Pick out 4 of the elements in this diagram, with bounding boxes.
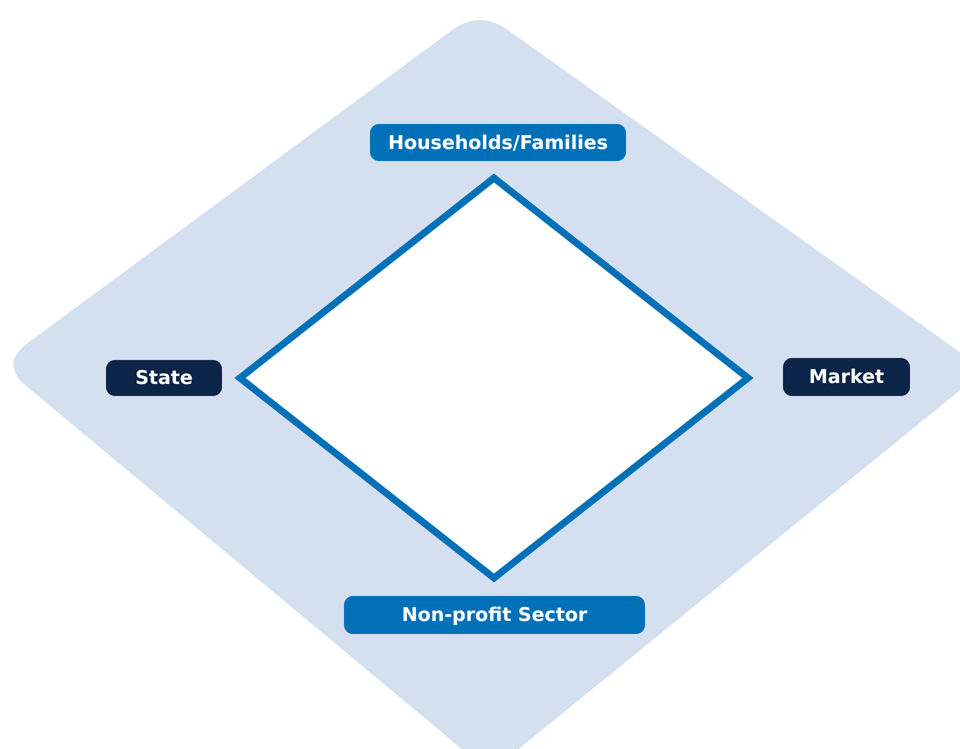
sector-label: Market [783,358,910,396]
sector-label: Households/Families [370,124,626,161]
sector-label: State [106,360,222,396]
sector-label: Non-profit Sector [344,596,645,634]
